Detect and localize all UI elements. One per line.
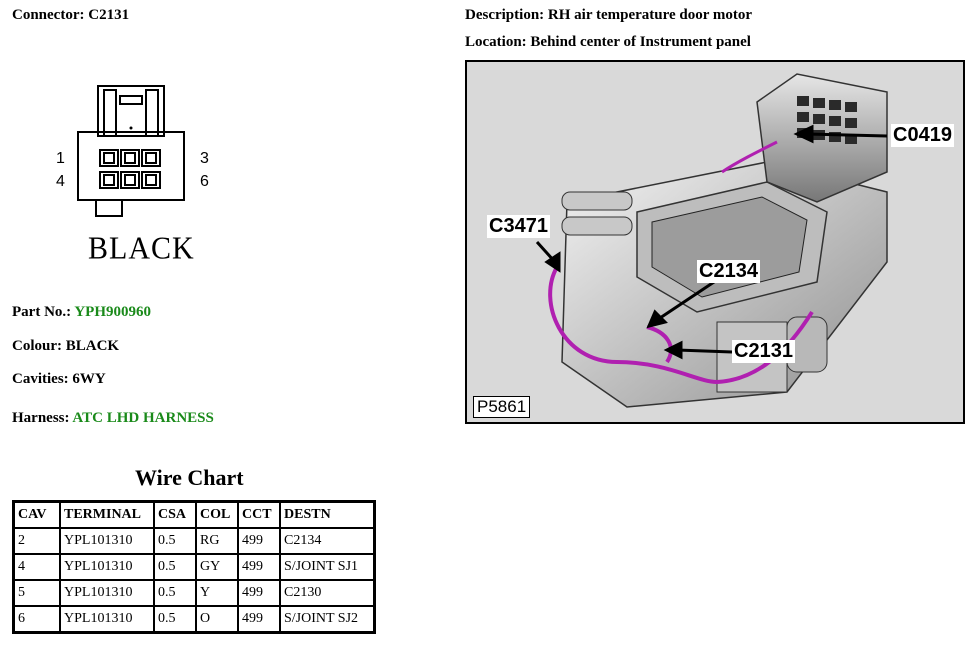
cell: 2 [12,527,61,555]
col-csa-header: CSA [153,500,197,529]
table-row: 2 YPL101310 0.5 RG 499 C2134 [12,527,376,555]
harness-line: Harness: ATC LHD HARNESS [12,410,214,427]
col-destn-header: DESTN [279,500,376,529]
cell: YPL101310 [59,605,155,634]
cell: 499 [237,605,281,634]
pin-3-label: 3 [200,150,209,167]
part-number-link[interactable]: YPH900960 [74,304,152,320]
hvac-unit-illustration [467,62,963,422]
callout-c2134: C2134 [697,260,760,283]
callout-c0419: C0419 [891,124,954,147]
wire-chart-table: CAV TERMINAL CSA COL CCT DESTN 2 YPL1013… [12,500,376,634]
cell: 499 [237,579,281,607]
cell: 5 [12,579,61,607]
cell: 0.5 [153,527,197,555]
cell: Y [195,579,239,607]
cell: YPL101310 [59,527,155,555]
cell: O [195,605,239,634]
table-row: 5 YPL101310 0.5 Y 499 C2130 [12,579,376,607]
cell: GY [195,553,239,581]
cell: 499 [237,527,281,555]
col-cav-header: CAV [12,500,61,529]
pin-1-label: 1 [56,150,65,167]
cell: S/JOINT SJ1 [279,553,376,581]
part-number-line: Part No.: YPH900960 [12,304,151,321]
figure-id-label: P5861 [473,396,531,418]
cell: 0.5 [153,579,197,607]
cell: 6 [12,605,61,634]
col-col-header: COL [195,500,239,529]
col-cct-header: CCT [237,500,281,529]
cell: S/JOINT SJ2 [279,605,376,634]
table-row: 4 YPL101310 0.5 GY 499 S/JOINT SJ1 [12,553,376,581]
location-illustration: C0419 C3471 C2134 C2131 P5861 [465,60,965,424]
pin-6-label: 6 [200,173,209,190]
callout-c2131: C2131 [732,340,795,363]
wire-chart-header-row: CAV TERMINAL CSA COL CCT DESTN [12,500,376,529]
connector-face-diagram: 1 4 3 6 [56,85,209,217]
connector-label: Connector: C2131 [12,7,130,23]
callout-c3471: C3471 [487,215,550,238]
cell: C2130 [279,579,376,607]
connector-colour-text: BLACK [88,231,195,266]
cavities-label: Cavities: 6WY [12,371,106,387]
col-terminal-header: TERMINAL [59,500,155,529]
cell: 0.5 [153,605,197,634]
cell: 0.5 [153,553,197,581]
table-row: 6 YPL101310 0.5 O 499 S/JOINT SJ2 [12,605,376,634]
cell: C2134 [279,527,376,555]
pin-4-label: 4 [56,173,65,190]
cell: 4 [12,553,61,581]
description-label: Description: RH air temperature door mot… [465,7,753,23]
location-label: Location: Behind center of Instrument pa… [465,34,751,50]
wire-chart-title: Wire Chart [135,465,244,490]
part-number-label: Part No.: [12,304,75,320]
cell: YPL101310 [59,579,155,607]
cell: YPL101310 [59,553,155,581]
cell: RG [195,527,239,555]
cell: 499 [237,553,281,581]
harness-label: Harness: [12,410,73,426]
colour-label: Colour: BLACK [12,338,120,354]
harness-link[interactable]: ATC LHD HARNESS [72,410,214,426]
